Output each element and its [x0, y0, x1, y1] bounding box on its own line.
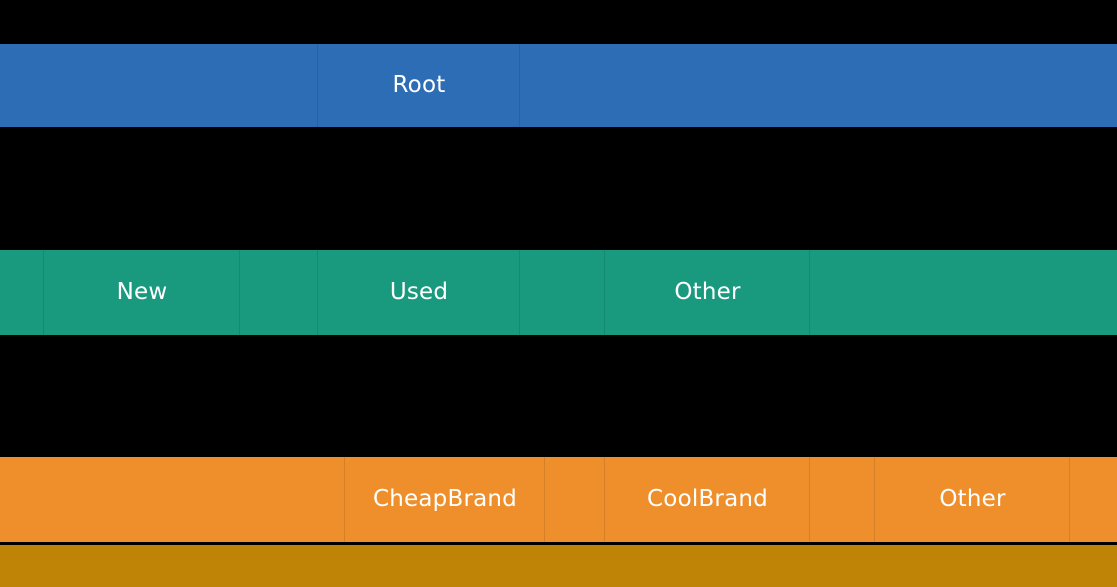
- icicle-level-2: New Used Other: [0, 250, 1117, 335]
- icicle-node-other[interactable]: Other: [875, 457, 1070, 542]
- icicle-node-unlabeled[interactable]: [0, 545, 1117, 587]
- icicle-node-used[interactable]: Used: [318, 250, 520, 335]
- icicle-node-unlabeled[interactable]: [1070, 457, 1117, 542]
- icicle-node-coolbrand[interactable]: CoolBrand: [605, 457, 810, 542]
- icicle-level-3: CheapBrand CoolBrand Other: [0, 457, 1117, 542]
- icicle-node-unlabeled[interactable]: [0, 250, 44, 335]
- icicle-node-label: New: [116, 279, 168, 305]
- icicle-node-label: CheapBrand: [373, 486, 517, 512]
- icicle-node-root[interactable]: Root: [318, 44, 520, 127]
- icicle-node-unlabeled[interactable]: [520, 250, 605, 335]
- icicle-node-unlabeled[interactable]: [0, 457, 345, 542]
- icicle-node-other[interactable]: Other: [605, 250, 810, 335]
- icicle-node-label: Other: [674, 279, 741, 305]
- icicle-node-unlabeled[interactable]: [810, 457, 875, 542]
- icicle-node-new[interactable]: New: [44, 250, 240, 335]
- icicle-node-cheapbrand[interactable]: CheapBrand: [345, 457, 545, 542]
- icicle-node-label: Used: [389, 279, 449, 305]
- icicle-node-unlabeled[interactable]: [545, 457, 605, 542]
- icicle-level-1: Root: [0, 44, 1117, 127]
- icicle-node-unlabeled[interactable]: [0, 44, 318, 127]
- icicle-node-unlabeled[interactable]: [810, 250, 1117, 335]
- icicle-level-4: [0, 545, 1117, 587]
- icicle-node-label: CoolBrand: [647, 486, 768, 512]
- icicle-node-label: Root: [392, 72, 446, 98]
- icicle-node-label: Other: [939, 486, 1006, 512]
- icicle-node-unlabeled[interactable]: [240, 250, 318, 335]
- icicle-node-unlabeled[interactable]: [520, 44, 1117, 127]
